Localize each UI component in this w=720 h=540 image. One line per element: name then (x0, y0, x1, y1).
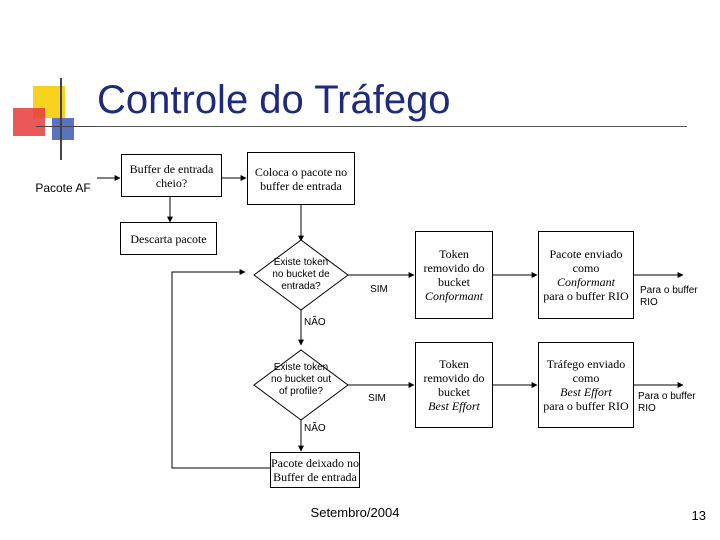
pacote-deixado-box: Pacote deixado no Buffer de entrada (270, 452, 360, 488)
enviado-conformant-emphasis: Conformant (556, 275, 615, 289)
token-besteffort-emphasis: Best Effort (428, 399, 480, 413)
sim2-label: SIM (368, 393, 386, 404)
logo-red-square (13, 108, 45, 136)
token-conformant-emphasis: Conformant (424, 289, 483, 303)
descarta-pacote-label: Descarta pacote (130, 231, 207, 246)
trafego-besteffort-emphasis: Best Effort (560, 385, 612, 399)
token-conformant-box: Token removido do bucket Conformant (415, 231, 493, 319)
slide-page-number: 13 (691, 508, 706, 523)
decision1-diamond (253, 239, 349, 311)
buffer-cheio-label: Buffer de entrada cheio? (129, 161, 214, 190)
para-buffer-rio-2-label: Para o buffer RIO (638, 391, 696, 414)
buffer-cheio-box: Buffer de entrada cheio? (121, 154, 222, 197)
trafego-besteffort-box: Tráfego enviado como Best Effort para o … (538, 342, 634, 428)
token-besteffort-label: Token removido do bucket (423, 357, 485, 399)
descarta-pacote-box: Descarta pacote (120, 222, 217, 255)
coloca-pacote-box: Coloca o pacote no buffer de entrada (247, 152, 355, 205)
slide-title: Controle do Tráfego (97, 78, 451, 122)
logo-vertical-line (60, 78, 62, 160)
logo-horizontal-line (36, 126, 132, 127)
token-besteffort-box: Token removido do bucket Best Effort (415, 342, 493, 428)
slide-footer: Setembro/2004 (310, 505, 400, 520)
nao2-label: NÃO (304, 423, 326, 434)
decision1-label: Existe token no bucket de entrada? (272, 257, 330, 292)
pacote-af-label: Pacote AF (35, 181, 91, 195)
nao1-label: NÃO (304, 317, 326, 328)
coloca-pacote-label: Coloca o pacote no buffer de entrada (254, 164, 348, 193)
decision2-label: Existe token no bucket out of profile? (270, 362, 332, 397)
pacote-deixado-label: Pacote deixado no Buffer de entrada (271, 456, 359, 484)
trafego-besteffort-suffix: para o buffer RIO (543, 399, 629, 413)
enviado-conformant-suffix: para o buffer RIO (543, 289, 629, 303)
arrow-loop-back-to-buffer (171, 269, 270, 469)
logo-blue-square (52, 118, 74, 140)
para-buffer-rio-1-label: Para o buffer RIO (640, 285, 698, 308)
token-conformant-label: Token removido do bucket (423, 247, 485, 289)
title-underline (97, 126, 687, 127)
sim1-label: SIM (370, 284, 388, 295)
enviado-conformant-box: Pacote enviado como Conformant para o bu… (538, 231, 634, 319)
trafego-besteffort-label: Tráfego enviado como (546, 357, 626, 385)
enviado-conformant-label: Pacote enviado como (549, 247, 623, 275)
decision2-diamond (253, 349, 349, 421)
